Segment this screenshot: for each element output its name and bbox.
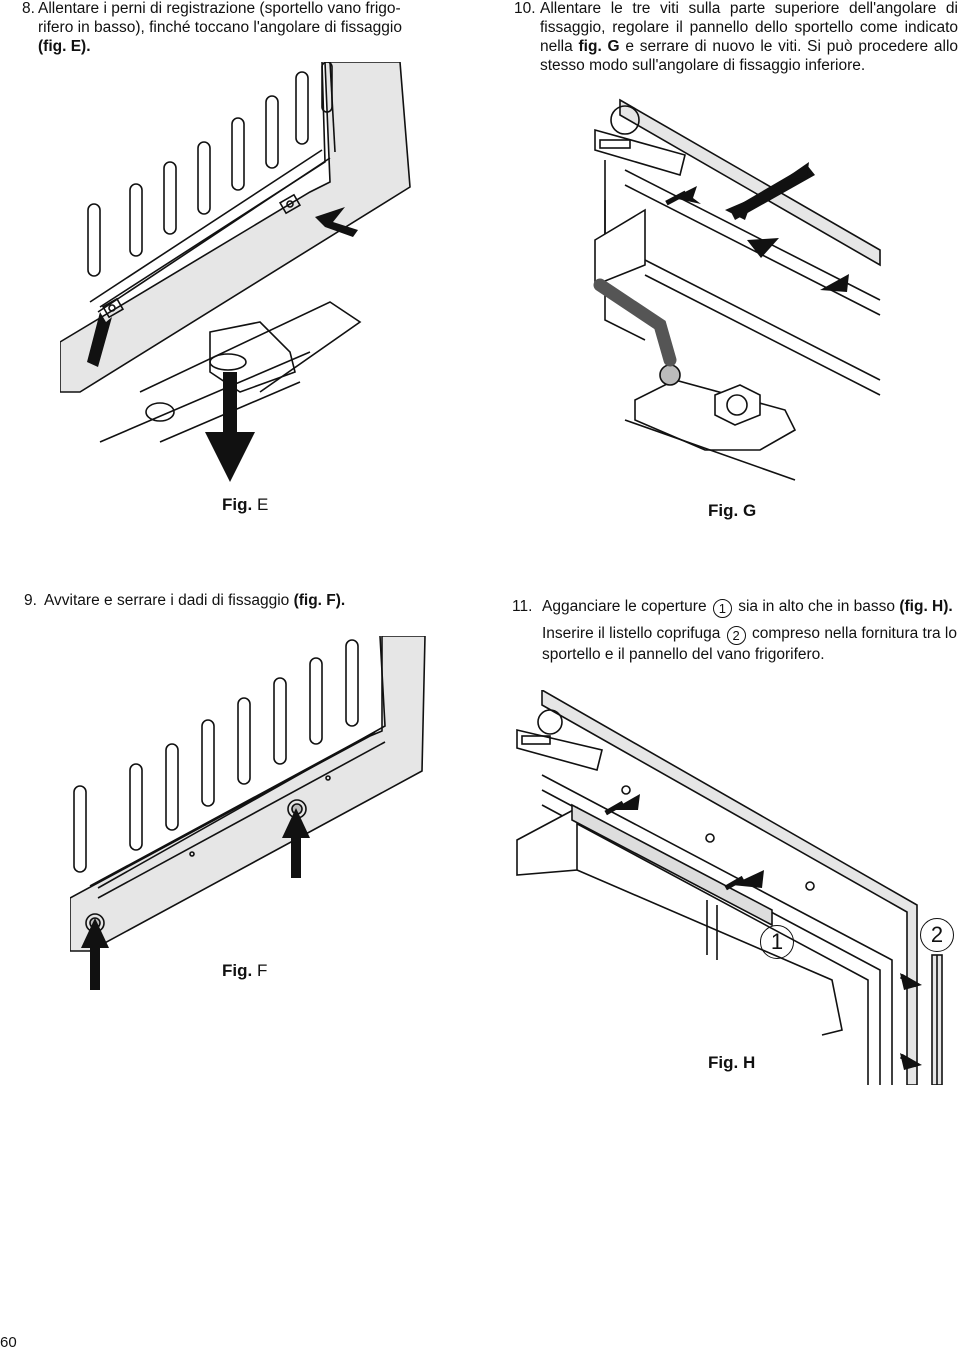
step-10: 10. Allentare le tre viti sulla parte su… <box>514 0 958 75</box>
strip-marker: 2 <box>726 626 746 645</box>
figure-e-illustration <box>60 62 411 482</box>
step-number: 8. <box>22 0 35 17</box>
figure-h-illustration <box>516 690 943 1085</box>
page-number: 60 <box>0 1334 17 1351</box>
callout-2: 2 <box>920 918 954 952</box>
callout-1: 1 <box>760 925 794 959</box>
figure-e-label: Fig. E <box>222 495 269 514</box>
figure-reference: (fig. H). <box>899 598 953 615</box>
step-text: e serrare di nuovo le viti. Si può proce… <box>540 38 959 74</box>
step-9: 9. Avvitare e serrare i dadi di fissaggi… <box>24 591 424 610</box>
cover-marker: 1 <box>712 599 732 618</box>
step-text: Inserire il listello coprifuga <box>542 625 721 642</box>
step-8: 8. Allentare i perni di registrazione (s… <box>22 0 422 56</box>
figure-f-label: Fig. F <box>222 961 268 980</box>
step-text-line: Allentare i perni di registrazione (spor… <box>38 0 401 17</box>
figure-f-illustration <box>70 636 426 990</box>
figure-h-label: Fig. H <box>708 1053 756 1072</box>
figure-g-label: Fig. G <box>708 501 757 520</box>
figure-g-illustration <box>593 98 881 481</box>
step-text: Avvitare e serrare i dadi di fissaggio <box>44 592 290 609</box>
step-text-line: rifero in basso), finché toccano l'angol… <box>38 19 402 36</box>
figure-reference: (fig. F). <box>293 592 346 609</box>
step-11: 11. Agganciare le coperture 1 sia in alt… <box>512 597 958 664</box>
step-number: 11. <box>512 598 533 615</box>
step-text: sia in alto che in basso <box>738 598 896 615</box>
step-text: Agganciare le coperture <box>542 598 707 615</box>
step-number: 10. <box>514 0 536 17</box>
step-number: 9. <box>24 592 37 609</box>
figure-reference: fig. G <box>578 38 620 55</box>
step-text: Allentare le tre viti sulla parte superi… <box>540 0 958 55</box>
figure-reference: (fig. E). <box>38 38 91 55</box>
step-text: compreso nella fornitura tra lo sportell… <box>542 625 957 663</box>
